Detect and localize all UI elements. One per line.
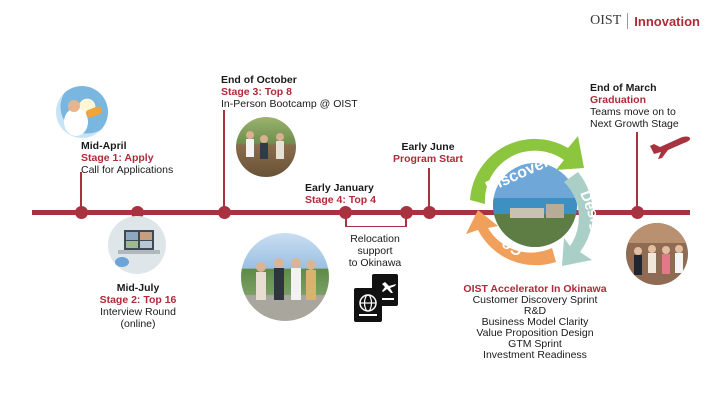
discover-arc (470, 136, 584, 204)
photo-interview (108, 216, 166, 274)
milestone-top4: Early January Stage 4: Top 4 (305, 182, 376, 206)
interview-stage: Stage 2: Top 16 (99, 294, 177, 306)
relocation-bracket (345, 212, 406, 227)
group-illustration (246, 131, 284, 159)
graduation-desc-line2: Next Growth Stage (590, 118, 679, 130)
airplane-departure-icon (646, 128, 694, 160)
graduates-illustration (626, 223, 688, 275)
cycle-go-label: Go (499, 236, 524, 259)
go-arc (466, 210, 556, 266)
brand-divider (627, 13, 629, 29)
stem-program (428, 168, 430, 212)
laptop-illustration (115, 230, 160, 267)
accelerator-item: R&D (523, 305, 547, 317)
design-arc (562, 172, 593, 266)
interview-desc-line2: (online) (120, 318, 156, 330)
accelerator-title: OIST Accelerator In Okinawa (463, 283, 607, 295)
bootcamp-desc: In-Person Bootcamp @ OIST (221, 98, 358, 110)
relocation-line2: support (357, 245, 393, 257)
top4-stage: Stage 4: Top 4 (305, 194, 376, 206)
apply-desc: Call for Applications (81, 164, 174, 176)
program-date: Early June (401, 141, 455, 153)
accelerator-item: Business Model Clarity (481, 316, 589, 328)
program-stage: Program Start (392, 153, 464, 165)
graduation-stage: Graduation (590, 94, 647, 106)
accelerator-item: GTM Sprint (508, 338, 562, 350)
photo-top4-team (241, 233, 329, 321)
milestone-graduation: End of March Graduation Teams move on to… (590, 82, 679, 130)
accelerator-item: Investment Readiness (483, 349, 587, 361)
person-illustration (64, 100, 103, 136)
bootcamp-stage: Stage 3: Top 8 (221, 86, 292, 98)
relocation-line3: to Okinawa (348, 257, 402, 269)
stem-relocation (405, 212, 407, 227)
timeline-dot-relocation (400, 206, 413, 219)
timeline-dot-apply (75, 206, 88, 219)
apply-stage: Stage 1: Apply (81, 152, 154, 164)
photo-apply (56, 86, 108, 138)
brand-logo: OIST Innovation (590, 13, 700, 29)
timeline-dot-bootcamp (218, 206, 231, 219)
stem-graduation (636, 132, 638, 212)
timeline-dot-interview (131, 206, 144, 219)
milestone-apply: Mid-April Stage 1: Apply Call for Applic… (81, 140, 173, 176)
graduation-date: End of March (590, 82, 657, 94)
milestone-interview: Mid-July Stage 2: Top 16 Interview Round… (88, 282, 188, 330)
brand-org: OIST (590, 13, 622, 28)
relocation-line1: Relocation (350, 233, 400, 245)
timeline-bar (32, 210, 690, 215)
accelerator-item: Value Proposition Design (476, 327, 594, 339)
photo-bootcamp (236, 117, 296, 177)
milestone-bootcamp: End of October Stage 3: Top 8 In-Person … (221, 74, 358, 110)
interview-date: Mid-July (116, 282, 160, 294)
milestone-program: Early June Program Start (386, 141, 470, 165)
team-illustration (256, 258, 316, 300)
graduation-desc-line1: Teams move on to (590, 106, 676, 118)
accelerator-item: Customer Discovery Sprint (472, 294, 598, 306)
brand-unit: Innovation (634, 13, 700, 29)
stem-bootcamp (223, 110, 225, 212)
stem-apply (80, 172, 82, 212)
photo-graduation (626, 223, 688, 285)
passport-icon (352, 272, 402, 324)
accelerator-block: OIST Accelerator In Okinawa Customer Dis… (455, 284, 615, 361)
stem-top4 (345, 212, 347, 227)
interview-desc-line1: Interview Round (100, 306, 176, 318)
top4-date: Early January (305, 182, 374, 194)
bootcamp-date: End of October (221, 74, 297, 86)
timeline-dot-graduation (631, 206, 644, 219)
timeline-dot-program (423, 206, 436, 219)
relocation-support: Relocation support to Okinawa (335, 233, 415, 269)
apply-date: Mid-April (81, 140, 127, 152)
discover-design-go-cycle: Discover Design Go (460, 130, 610, 280)
